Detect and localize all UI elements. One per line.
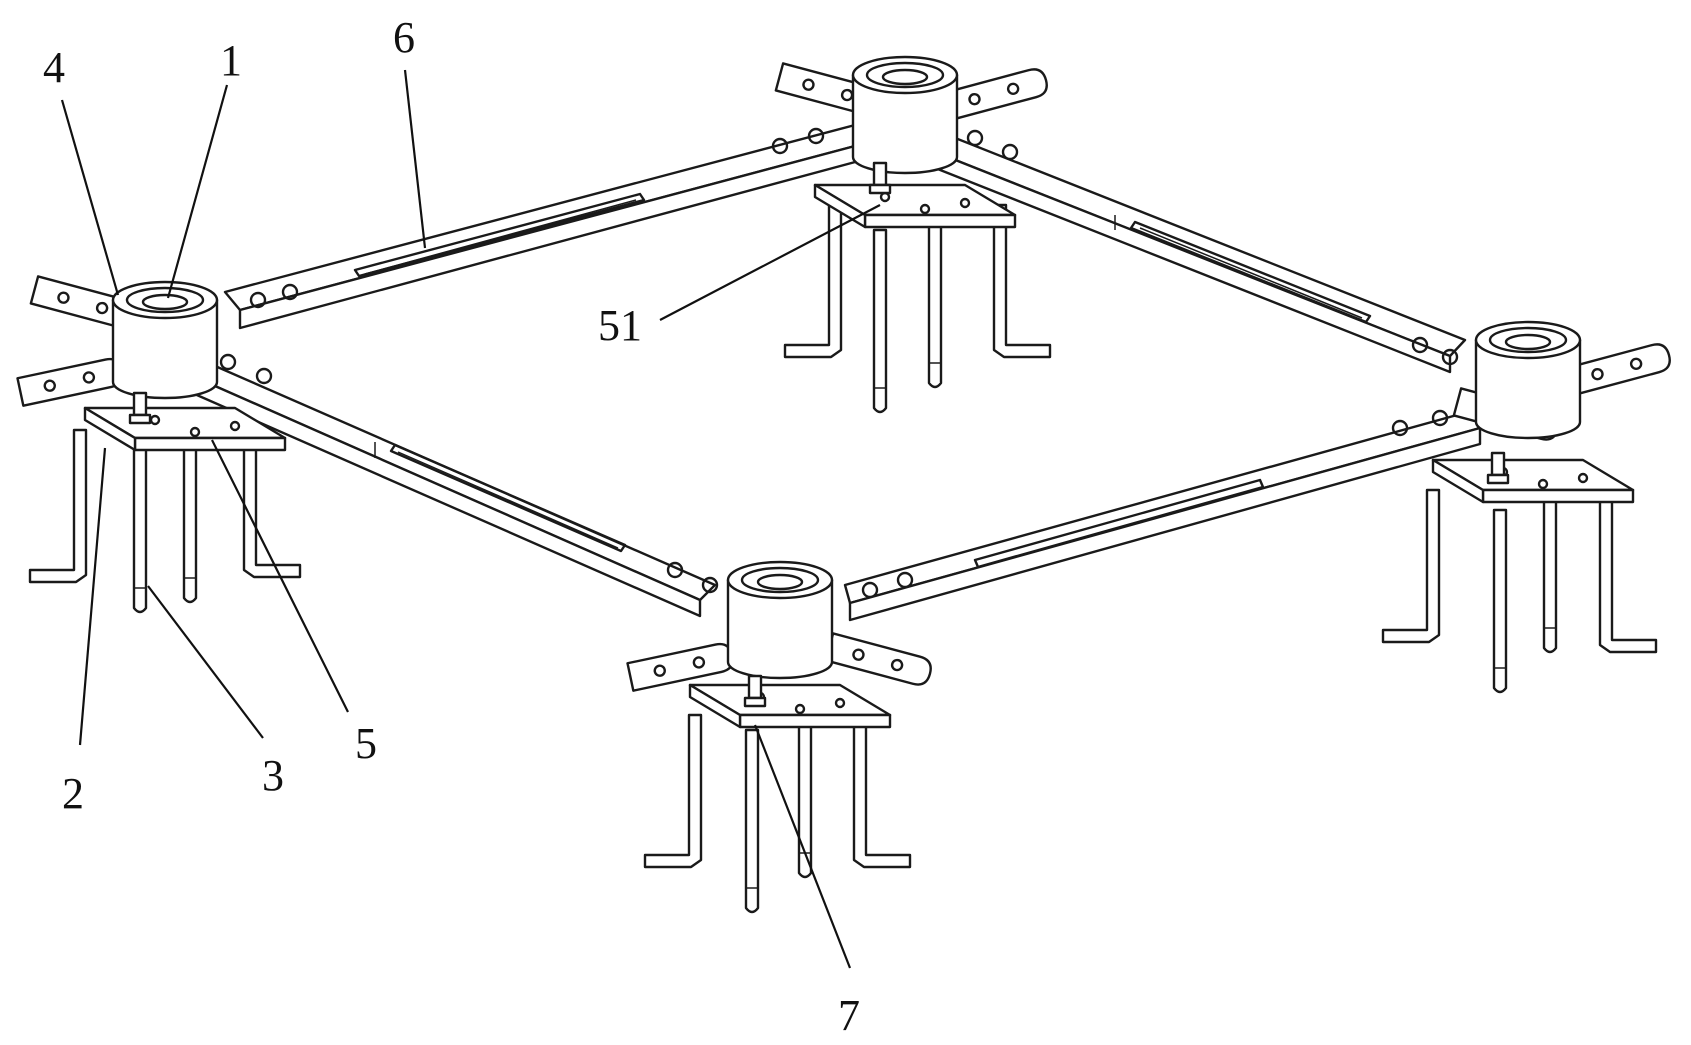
leader-6 [403,69,427,249]
leader-51 [659,204,881,321]
corner-assembly-back [774,55,1052,414]
corner-assembly-left [16,275,302,614]
label-5: 5 [355,719,377,768]
label-6: 6 [393,13,415,62]
corner-assembly-front [626,560,935,914]
leader-3 [147,585,264,739]
leader-4 [60,99,120,296]
frame-bar-back-left [223,123,872,330]
label-3: 3 [262,751,284,800]
leader-1 [166,84,229,299]
frame-bar-back-right [918,128,1467,374]
label-2: 2 [62,769,84,818]
leader-2 [78,447,107,746]
leader-5 [211,439,349,713]
label-4: 4 [43,43,65,92]
leader-7 [753,724,852,969]
label-51: 51 [598,301,642,350]
corner-assembly-right [1381,320,1674,694]
frame-bar-front-right [843,408,1482,622]
label-7: 7 [838,991,860,1040]
leader-lines [60,69,881,969]
label-1: 1 [220,36,242,85]
